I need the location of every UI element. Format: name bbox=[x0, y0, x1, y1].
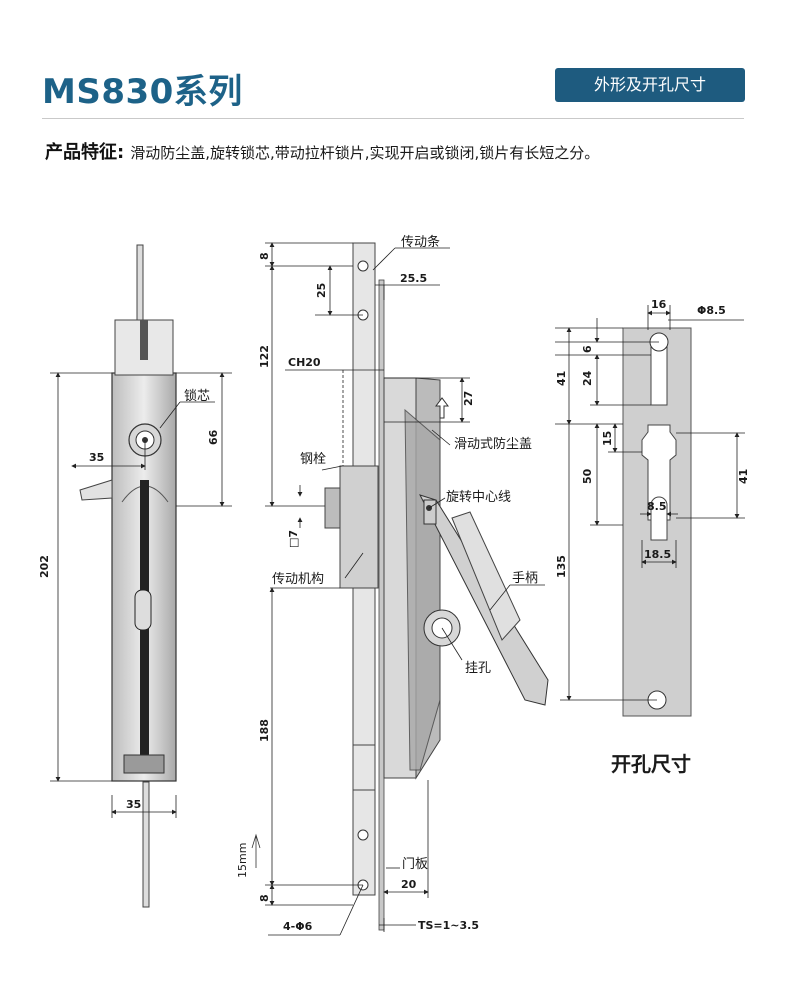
callout-transmission-mechanism: 传动机构 bbox=[272, 572, 324, 587]
dim-sq7: □7 bbox=[287, 530, 300, 548]
dim-66: 66 bbox=[207, 429, 220, 445]
dim-50: 50 bbox=[581, 468, 594, 484]
section-tab-button[interactable]: 外形及开孔尺寸 bbox=[555, 68, 745, 102]
header-divider bbox=[42, 118, 744, 119]
dim-202: 202 bbox=[38, 555, 51, 578]
callout-dust-cover: 滑动式防尘盖 bbox=[454, 436, 532, 452]
callout-handle: 手柄 bbox=[512, 571, 538, 586]
front-dimensions bbox=[50, 372, 232, 818]
dim-8-5: 8.5 bbox=[647, 500, 667, 513]
cutout-view bbox=[622, 327, 692, 717]
feature-line: 产品特征: 滑动防尘盖,旋转锁芯,带动拉杆锁片,实现开启或锁闭,锁片有长短之分。 bbox=[45, 138, 599, 164]
page-title: MS830系列 bbox=[42, 72, 243, 112]
dim-phi-8-5: Φ8.5 bbox=[697, 304, 726, 317]
dim-24: 24 bbox=[581, 370, 594, 386]
callout-transmission-bar: 传动条 bbox=[401, 234, 440, 250]
dim-122: 122 bbox=[258, 345, 271, 368]
dim-18-5: 18.5 bbox=[644, 548, 671, 561]
dim-ts: TS=1~3.5 bbox=[418, 919, 479, 932]
dim-41-right: 41 bbox=[737, 469, 750, 484]
feature-label: 产品特征: bbox=[45, 142, 125, 163]
dim-188: 188 bbox=[258, 719, 271, 742]
side-view bbox=[324, 242, 549, 931]
dim-135: 135 bbox=[555, 555, 568, 578]
cutout-caption: 开孔尺寸 bbox=[611, 752, 691, 776]
dim-41-left: 41 bbox=[555, 371, 568, 386]
dim-ch20: CH20 bbox=[288, 356, 321, 369]
dim-25: 25 bbox=[315, 283, 328, 298]
dim-6: 6 bbox=[581, 345, 594, 353]
callout-lock-core: 锁芯 bbox=[184, 388, 210, 404]
dim-27: 27 bbox=[462, 391, 475, 406]
dim-15mm: 15mm bbox=[236, 843, 249, 878]
dim-25-5: 25.5 bbox=[400, 272, 427, 285]
callout-steel-bolt: 钢栓 bbox=[300, 452, 326, 467]
side-dimensions bbox=[251, 242, 545, 936]
callout-hang-hole: 挂孔 bbox=[465, 661, 491, 676]
callout-door-panel: 门板 bbox=[402, 857, 428, 872]
dim-8-top: 8 bbox=[258, 252, 271, 260]
cutout-dimensions bbox=[555, 305, 745, 701]
dim-35-bottom: 35 bbox=[126, 798, 141, 811]
feature-text: 滑动防尘盖,旋转锁芯,带动拉杆锁片,实现开启或锁闭,锁片有长短之分。 bbox=[130, 144, 600, 162]
dim-35-top: 35 bbox=[89, 451, 104, 464]
callout-rotation-center: 旋转中心线 bbox=[446, 490, 511, 505]
dim-16: 16 bbox=[651, 298, 667, 311]
front-view bbox=[79, 244, 177, 908]
dim-8-bottom: 8 bbox=[258, 894, 271, 902]
dim-holes: 4-Φ6 bbox=[283, 920, 313, 933]
dim-15: 15 bbox=[601, 431, 614, 446]
dim-20: 20 bbox=[401, 878, 417, 891]
